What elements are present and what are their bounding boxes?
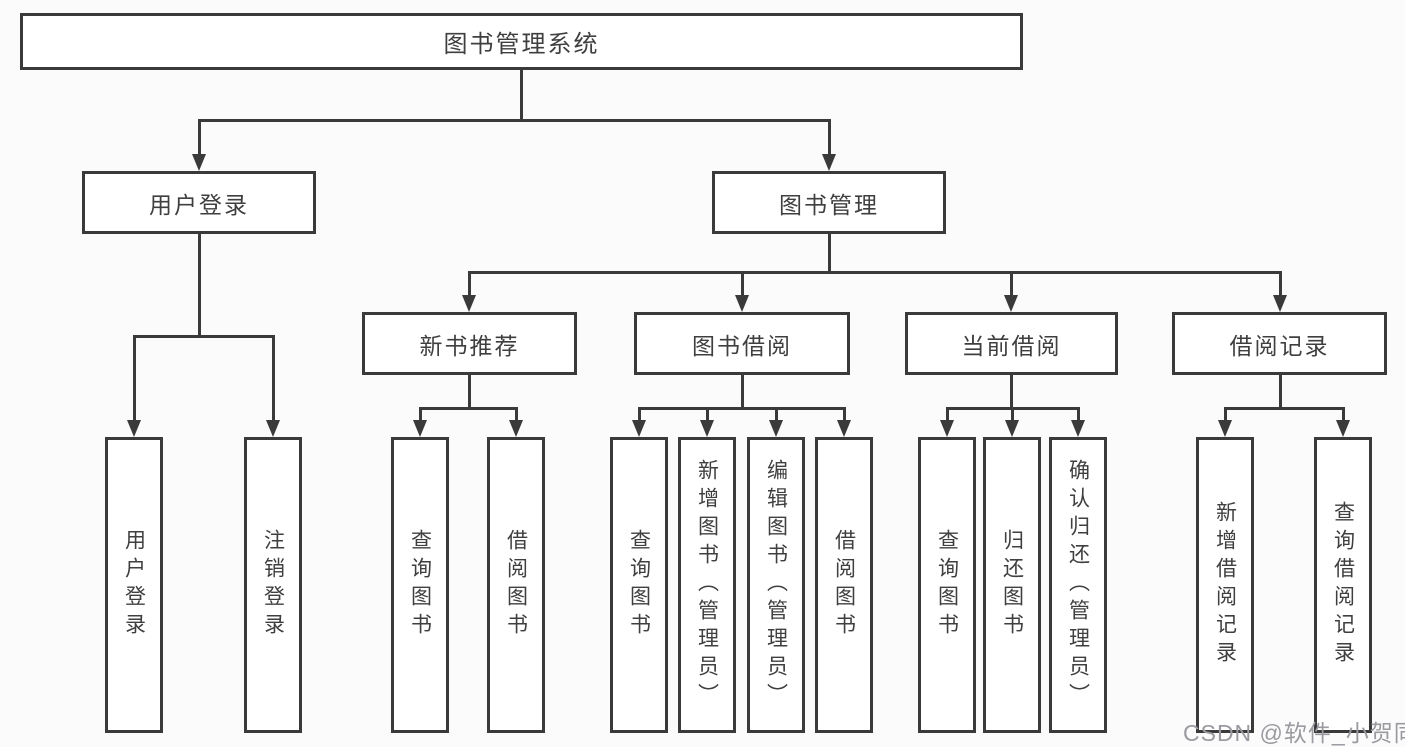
connector-line: [520, 70, 523, 122]
arrowhead-icon: [1004, 295, 1018, 312]
connector-line: [198, 119, 201, 155]
connector-line: [419, 407, 518, 410]
connector-line: [1279, 271, 1282, 296]
connector-line: [946, 407, 949, 421]
arrowhead-icon: [1071, 420, 1085, 437]
connector-line: [468, 271, 1281, 274]
connector-line: [638, 407, 846, 410]
connector-line: [419, 407, 422, 421]
arrowhead-icon: [769, 420, 783, 437]
arrowhead-icon: [735, 295, 749, 312]
connector-line: [133, 335, 275, 338]
connector-line: [1224, 407, 1227, 421]
connector-line: [828, 234, 831, 273]
connector-line: [706, 407, 709, 421]
leaf-borrow-books: 借阅图书: [815, 437, 873, 733]
leaf-edit-books-admin: 编辑图书（管理员）: [747, 437, 805, 733]
connector-line: [741, 375, 744, 409]
arrowhead-icon: [837, 420, 851, 437]
arrowhead-icon: [1273, 295, 1287, 312]
node-library-management-system: 图书管理系统: [20, 13, 1023, 70]
arrowhead-icon: [940, 420, 954, 437]
leaf-query-books-recommend: 查询图书: [391, 437, 449, 733]
connector-line: [1010, 375, 1013, 409]
leaf-add-borrow-record: 新增借阅记录: [1196, 437, 1254, 733]
arrowhead-icon: [822, 154, 836, 171]
connector-line: [133, 335, 136, 421]
connector-line: [1342, 407, 1345, 421]
arrowhead-icon: [127, 420, 141, 437]
connector-line: [515, 407, 518, 421]
connector-line: [843, 407, 846, 421]
node-book-borrow: 图书借阅: [634, 312, 850, 375]
arrowhead-icon: [1218, 420, 1232, 437]
connector-line: [741, 271, 744, 296]
arrowhead-icon: [1005, 420, 1019, 437]
leaf-query-books-borrow: 查询图书: [610, 437, 668, 733]
node-borrow-records: 借阅记录: [1172, 312, 1387, 375]
leaf-borrow-books-recommend: 借阅图书: [487, 437, 545, 733]
arrowhead-icon: [192, 154, 206, 171]
watermark: CSDN @软件_小贺同学: [1183, 720, 1405, 746]
arrowhead-icon: [413, 420, 427, 437]
leaf-add-books-admin: 新增图书（管理员）: [678, 437, 736, 733]
connector-line: [198, 234, 201, 337]
leaf-logout: 注销登录: [244, 437, 302, 733]
arrowhead-icon: [462, 295, 476, 312]
node-book-management: 图书管理: [712, 171, 946, 234]
connector-line: [468, 271, 471, 296]
leaf-query-borrow-record: 查询借阅记录: [1314, 437, 1372, 733]
connector-line: [468, 375, 471, 409]
connector-line: [775, 407, 778, 421]
node-current-borrow: 当前借阅: [905, 312, 1118, 375]
connector-line: [828, 119, 831, 155]
leaf-user-login: 用户登录: [105, 437, 163, 733]
connector-line: [1010, 271, 1013, 296]
connector-line: [638, 407, 641, 421]
node-new-book-recommend: 新书推荐: [362, 312, 577, 375]
arrowhead-icon: [1336, 420, 1350, 437]
connector-line: [198, 119, 831, 122]
node-user-login: 用户登录: [82, 171, 316, 234]
arrowhead-icon: [266, 420, 280, 437]
arrowhead-icon: [509, 420, 523, 437]
connector-line: [1077, 407, 1080, 421]
arrowhead-icon: [700, 420, 714, 437]
connector-line: [272, 335, 275, 421]
connector-line: [1011, 407, 1014, 421]
leaf-confirm-return-admin: 确认归还（管理员）: [1049, 437, 1107, 733]
arrowhead-icon: [632, 420, 646, 437]
leaf-return-books: 归还图书: [983, 437, 1041, 733]
connector-line: [1224, 407, 1345, 410]
leaf-query-books-current: 查询图书: [918, 437, 976, 733]
connector-line: [946, 407, 1080, 410]
connector-line: [1279, 375, 1282, 409]
